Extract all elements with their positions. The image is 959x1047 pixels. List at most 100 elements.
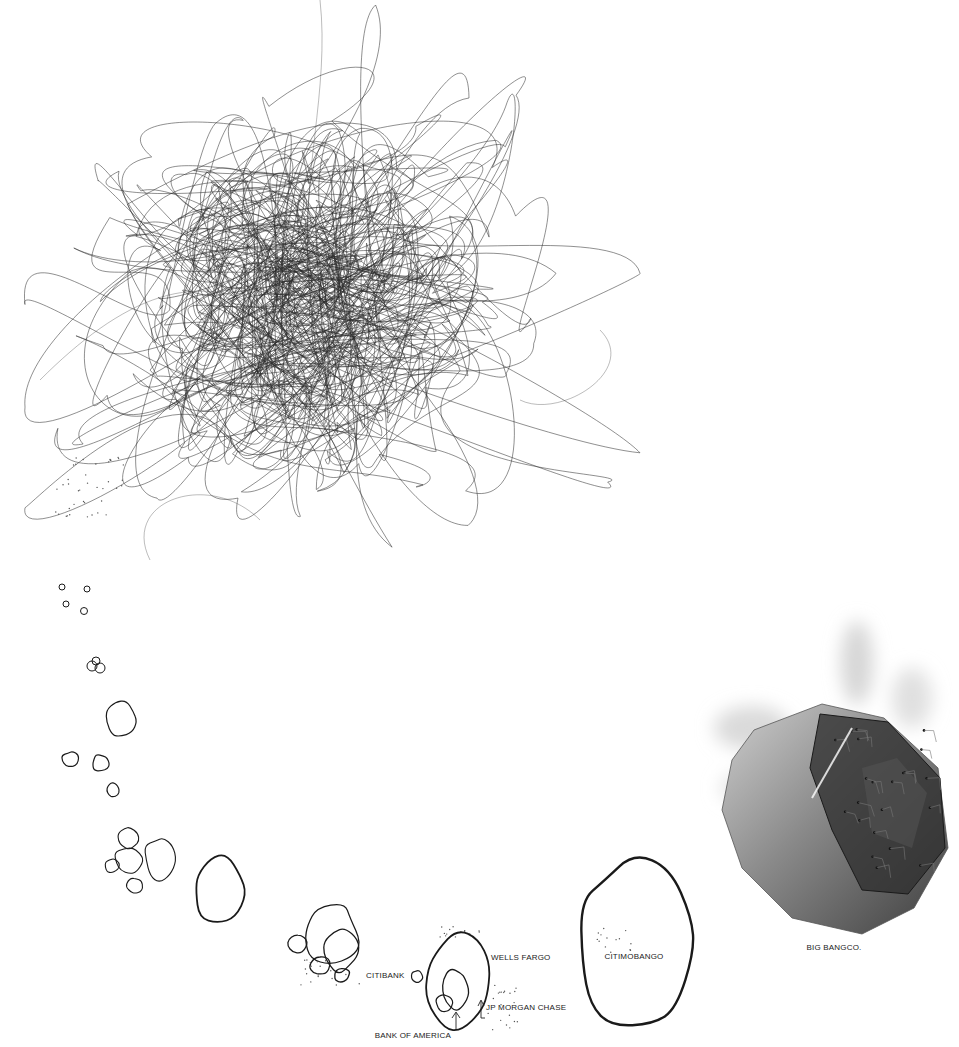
blob [126, 878, 142, 893]
dot [455, 936, 456, 937]
dot [68, 483, 69, 484]
blob [115, 848, 143, 873]
dot [58, 513, 59, 514]
node-shape [420, 930, 560, 1035]
dot [78, 490, 79, 491]
dot [306, 973, 307, 974]
dot [444, 933, 445, 934]
dot [439, 936, 440, 937]
dot [122, 480, 123, 481]
blob-outline [426, 932, 489, 1030]
blob [196, 855, 244, 922]
dot [110, 460, 111, 461]
blob [335, 969, 350, 982]
dot [336, 984, 337, 985]
dot [91, 514, 92, 515]
dot [95, 463, 96, 464]
dot [317, 974, 318, 975]
dot [96, 487, 97, 488]
blob [288, 935, 307, 953]
blob [310, 957, 330, 974]
blob-node: CITIMOBANGO [572, 852, 696, 1040]
dot [101, 500, 102, 501]
dot [82, 459, 83, 460]
dot [67, 479, 68, 480]
dot [598, 932, 599, 933]
blob [436, 995, 453, 1012]
dot [605, 946, 606, 947]
dot [317, 976, 318, 977]
dot [67, 515, 68, 516]
dot [331, 978, 332, 979]
dot [109, 459, 110, 460]
dot [310, 962, 311, 963]
small-circle [84, 586, 90, 592]
dot [83, 501, 84, 502]
node-label: CITIMOBANGO [604, 953, 663, 962]
blob-outline [581, 858, 693, 1026]
dot [55, 511, 56, 512]
dot [441, 926, 442, 927]
dot [345, 974, 346, 975]
dot [499, 992, 500, 993]
node-shape [572, 852, 696, 1040]
dot [597, 939, 598, 940]
dot [503, 992, 504, 993]
dot [493, 998, 494, 999]
dot [62, 484, 63, 485]
dot [102, 488, 103, 489]
dot [514, 1021, 515, 1022]
blob [324, 929, 359, 973]
blob [443, 970, 469, 1011]
scribble-cloud [24, 0, 640, 560]
dot [452, 926, 453, 927]
dot [319, 966, 320, 967]
dot [300, 984, 301, 985]
dot [630, 950, 631, 951]
asteroid-node: BIG BANGCO. [712, 618, 956, 963]
blob-node: WELLS FARGO [420, 930, 560, 1035]
small-circle [63, 601, 69, 607]
dot [79, 489, 80, 490]
asteroid-overlay [810, 714, 945, 894]
asteroid-rock [722, 704, 948, 934]
blob [411, 971, 422, 983]
dot [69, 514, 70, 515]
dot [87, 516, 88, 517]
dot [509, 1027, 510, 1028]
dot [56, 488, 57, 489]
small-circle [59, 584, 65, 590]
dot [506, 1024, 507, 1025]
dot [517, 1021, 518, 1022]
dot [598, 941, 599, 942]
dot [87, 482, 88, 483]
dot [118, 458, 119, 459]
blob [118, 828, 139, 849]
dot [615, 939, 616, 940]
dot [304, 960, 305, 961]
dot [509, 1014, 510, 1015]
scribble-line [24, 5, 640, 547]
small-circle [81, 608, 88, 615]
dot [75, 457, 76, 458]
dot [500, 1020, 501, 1021]
dot [446, 933, 447, 934]
asteroid-cells [835, 730, 940, 878]
dot [501, 991, 502, 992]
dot [479, 931, 480, 932]
dot [75, 464, 76, 465]
dot [97, 512, 98, 513]
dot [85, 474, 86, 475]
dot [504, 991, 505, 992]
asteroid-overlay [862, 758, 927, 848]
dot [317, 961, 318, 962]
dot [619, 938, 620, 939]
dot [108, 461, 109, 462]
dot [330, 970, 331, 971]
leader-arrow [452, 1012, 460, 1030]
dot [629, 949, 630, 950]
dot [69, 508, 70, 509]
small-circle [92, 657, 100, 665]
dot [464, 930, 465, 931]
dot [306, 959, 307, 960]
